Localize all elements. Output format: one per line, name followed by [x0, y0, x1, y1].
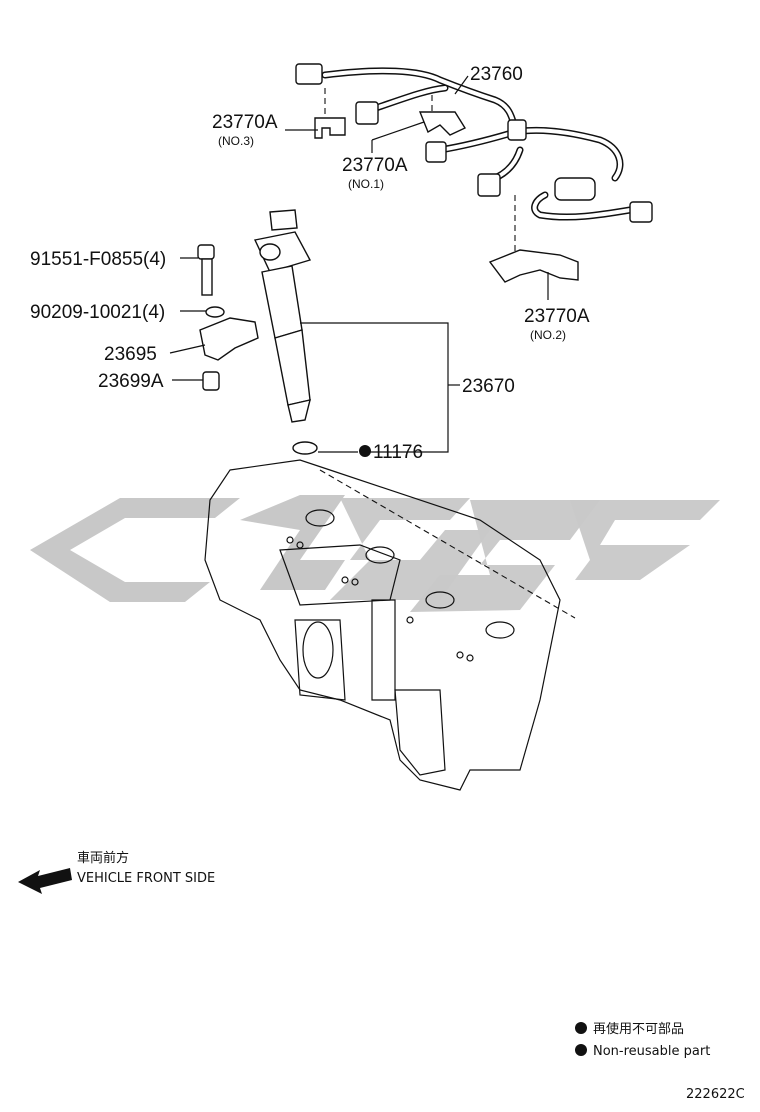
fuel-hose-assembly [295, 63, 653, 223]
label-23770A-no2: 23770A [524, 306, 590, 327]
diagram-code: 222622C [686, 1087, 745, 1102]
sublabel-23770A-no3: (NO.3) [218, 134, 254, 148]
injector [253, 209, 318, 455]
clamp-no3 [314, 117, 346, 139]
legend: 再使用不可部品 Non-reusable part [575, 1021, 710, 1059]
front-side-indicator: 車両前方 VEHICLE FRONT SIDE [18, 850, 215, 894]
label-11176: 11176 [373, 442, 423, 463]
arrow-left-icon [18, 868, 72, 894]
label-23760: 23760 [470, 64, 523, 85]
label-90209: 90209-10021(4) [30, 302, 165, 323]
label-23770A-no3: 23770A [212, 112, 278, 133]
label-91551: 91551-F0855(4) [30, 249, 166, 270]
label-23670: 23670 [462, 376, 515, 397]
legend-japanese: 再使用不可部品 [593, 1021, 684, 1037]
washer [205, 306, 225, 318]
front-side-japanese: 車両前方 [77, 850, 129, 866]
sublabel-23770A-no1: (NO.1) [348, 177, 384, 191]
label-23699A: 23699A [98, 371, 164, 392]
filled-circle-icon [575, 1044, 587, 1056]
clamp-no2 [488, 249, 579, 283]
injector-clamp [199, 317, 259, 361]
non-reusable-marker-icon [359, 445, 371, 457]
sublabel-23770A-no2: (NO.2) [530, 328, 566, 342]
filled-circle-icon [575, 1022, 587, 1034]
bolt [197, 244, 215, 296]
legend-english: Non-reusable part [593, 1044, 710, 1059]
collar [202, 371, 220, 391]
label-23770A-no1: 23770A [342, 155, 408, 176]
label-23695: 23695 [104, 344, 157, 365]
watermark-logo [30, 495, 720, 612]
cylinder-head [204, 459, 561, 791]
leader-lines [169, 75, 549, 453]
front-side-english: VEHICLE FRONT SIDE [77, 871, 215, 886]
clamp-no1 [418, 111, 467, 136]
